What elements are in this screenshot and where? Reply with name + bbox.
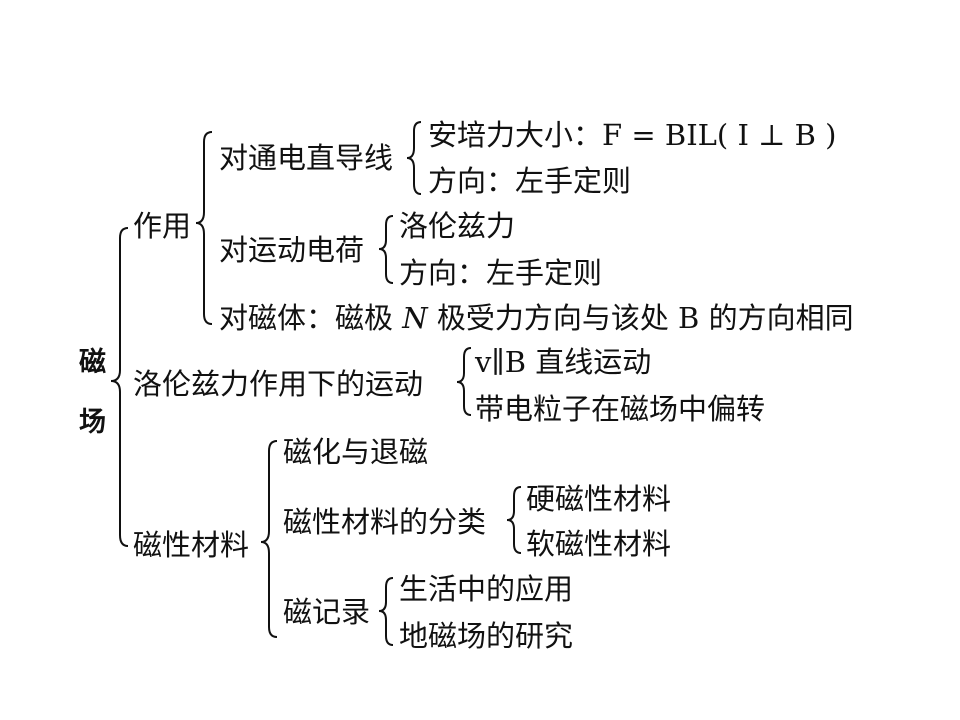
tongdian-dir-sep: ： <box>486 164 516 198</box>
tongdian-dir-prefix: 方向 <box>428 164 487 198</box>
yundong-label: 对运动电荷 <box>219 233 365 267</box>
hard-magnetic-item: 硬磁性材料 <box>526 482 672 516</box>
materials-label: 磁性材料 <box>133 528 250 562</box>
magnetize-item: 磁化与退磁 <box>283 435 429 469</box>
materials-brace <box>260 440 278 638</box>
record-app-item: 生活中的应用 <box>399 572 574 606</box>
zuoyong-brace <box>195 131 213 325</box>
record-label: 磁记录 <box>283 595 371 629</box>
record-brace <box>378 577 394 646</box>
root-char-1: 磁 <box>79 347 106 378</box>
lorentz-motion-item-2: 带电粒子在磁场中偏转 <box>475 392 766 426</box>
zuoyong-label: 作用 <box>133 209 192 243</box>
lorentz-brace <box>456 347 472 416</box>
citi-prefix: 对磁体 <box>219 301 307 335</box>
ampere-force-line: 安培力大小：F = BIL( I ⊥ B ) <box>428 118 836 152</box>
tongdian-dir-rule: 左手定则 <box>515 164 632 198</box>
record-geo-item: 地磁场的研究 <box>399 619 574 653</box>
classify-brace <box>506 486 522 554</box>
citi-part1: 磁极 <box>335 301 403 335</box>
ampere-force-formula: F = BIL( I ⊥ B ) <box>602 118 837 152</box>
tongdian-brace <box>406 121 422 195</box>
citi-part2: 极受力方向与该处 B 的方向相同 <box>427 301 854 335</box>
classify-label: 磁性材料的分类 <box>283 505 487 539</box>
citi-line: 对磁体：磁极 N 极受力方向与该处 B 的方向相同 <box>219 301 854 335</box>
root-brace <box>110 227 129 547</box>
lorentz-force-item: 洛伦兹力 <box>399 209 516 243</box>
yundong-dir-sep: ： <box>457 256 487 290</box>
yundong-dir-rule: 左手定则 <box>486 256 603 290</box>
root-char-2: 场 <box>79 407 106 438</box>
citi-n: N <box>402 301 428 335</box>
yundong-dir-prefix: 方向 <box>399 256 458 290</box>
ampere-force-sep: ： <box>573 118 603 152</box>
tongdian-direction-line: 方向：左手定则 <box>428 164 631 198</box>
ampere-force-prefix: 安培力大小 <box>428 118 574 152</box>
citi-sep: ： <box>306 301 336 335</box>
lorentz-motion-item-1: v∥B 直线运动 <box>475 345 652 379</box>
lorentz-motion-label: 洛伦兹力作用下的运动 <box>133 367 424 401</box>
yundong-brace <box>378 215 394 284</box>
yundong-direction-line: 方向：左手定则 <box>399 256 602 290</box>
tongdian-label: 对通电直导线 <box>219 141 394 175</box>
soft-magnetic-item: 软磁性材料 <box>526 527 672 561</box>
